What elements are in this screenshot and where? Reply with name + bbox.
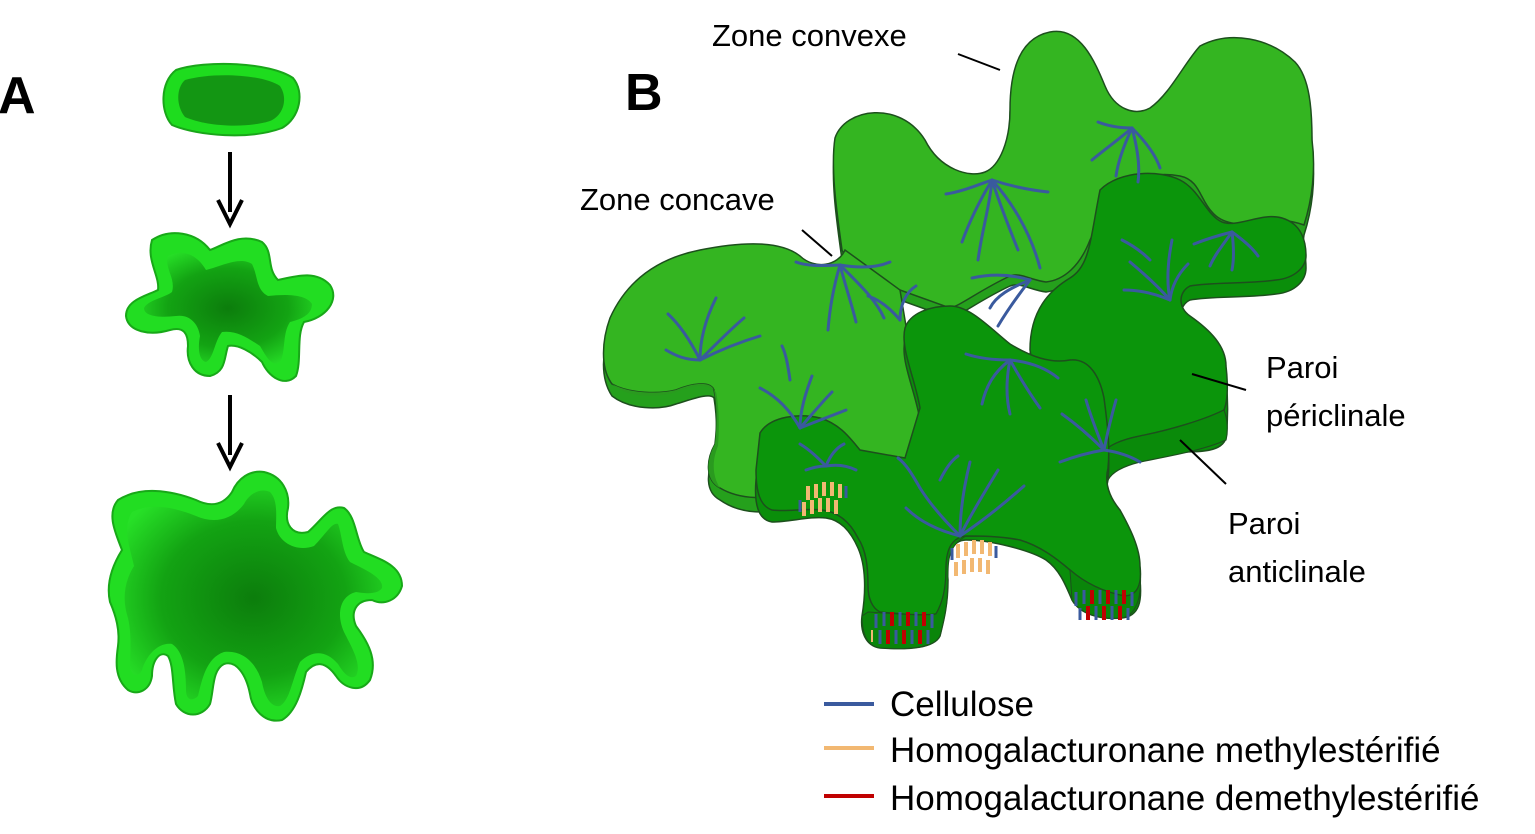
callout-leaders [801,53,1247,485]
panel-b-label: B [625,64,663,122]
label-paroi-anticlinale-1: Paroi [1228,506,1300,541]
hg-methyl-blocks-center [950,540,998,576]
leader-concave [801,229,833,257]
leader-convex [957,53,1001,71]
panel-a-label: A [0,67,36,125]
leader-periclinal [1191,373,1247,391]
arrow-stage-1-to-2 [216,152,244,229]
label-paroi-anticlinale-2: anticlinale [1228,554,1366,589]
panel-b: B [580,18,1406,650]
legend-item-hg-demethyl: Homogalacturonane demethylestérifié [824,779,1480,818]
legend-item-hg-methyl: Homogalacturonane methylestérifié [824,731,1441,770]
legend-item-cellulose: Cellulose [824,685,1034,724]
cell-dark-front [754,305,1142,650]
hg-demethyl-blocks-right [1074,590,1134,620]
cell-light-upper [832,30,1315,319]
hg-methyl-blocks-left [798,482,848,516]
label-paroi-periclinale-1: Paroi [1266,350,1338,385]
label-paroi-periclinale-2: périclinale [1266,398,1406,433]
arrow-stage-2-to-3 [216,395,244,472]
legend-label-cellulose: Cellulose [890,685,1034,724]
legend-label-hg-methyl: Homogalacturonane methylestérifié [890,731,1441,770]
panel-a: A [0,62,404,722]
cell-stage-1 [162,62,301,137]
leader-anticlinal [1179,439,1227,485]
hg-demethyl-blocks-bottom [871,612,934,644]
cell-stage-2 [124,232,335,382]
cell-stage-3 [107,470,404,722]
label-zone-concave: Zone concave [580,182,775,217]
cellulose-fibres [664,120,1260,538]
label-zone-convexe: Zone convexe [712,18,907,53]
legend: Cellulose Homogalacturonane methylestéri… [824,685,1480,818]
legend-label-hg-demethyl: Homogalacturonane demethylestérifié [890,779,1480,818]
